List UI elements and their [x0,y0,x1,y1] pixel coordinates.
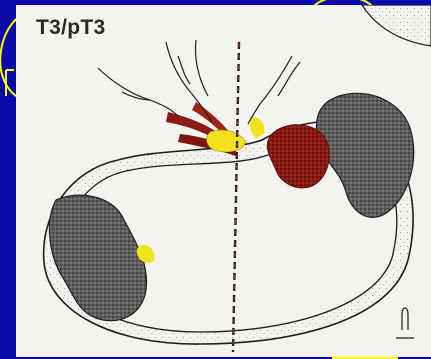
invasion-zone-top-2 [250,118,264,138]
invasion-zone-top [207,130,246,152]
urinary-bladder-cross-section [16,5,431,357]
illustration-panel: T3/pT3 [16,5,431,357]
tumor-stage-label: T3/pT3 [36,16,105,40]
adjacent-organ [362,5,431,46]
catheter-symbol [396,308,414,338]
